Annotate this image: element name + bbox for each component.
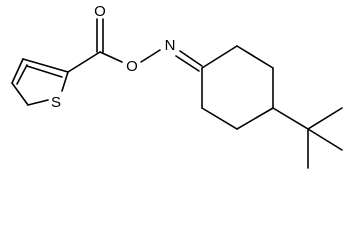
bond [201,45,238,69]
oxime-group [175,50,203,72]
ester-oxygen-label: O [126,58,138,75]
ester-group [67,18,161,73]
bond [307,128,343,151]
structure-canvas: O O N S [11,3,343,169]
imine-nitrogen-label: N [165,37,176,54]
bond [16,64,28,85]
bond [272,107,309,130]
bond [179,50,203,67]
bond [27,99,49,106]
thiophene-ring [11,58,69,106]
bond [11,82,29,106]
bond [22,58,69,73]
carbonyl-oxygen-label: O [94,3,106,20]
tert-butyl-group [272,107,343,169]
bond [11,58,24,84]
bond [67,51,101,73]
bond [236,107,274,130]
structure-diagram: O O N S [11,3,343,169]
bond [201,107,238,130]
bond [26,65,63,78]
bond [307,107,343,130]
bond [236,45,274,69]
bond [99,51,123,63]
bond [61,71,69,92]
bond [140,49,161,63]
thiophene-sulfur-label: S [51,94,61,111]
cyclohexane-ring [201,45,274,130]
bond [175,55,200,72]
